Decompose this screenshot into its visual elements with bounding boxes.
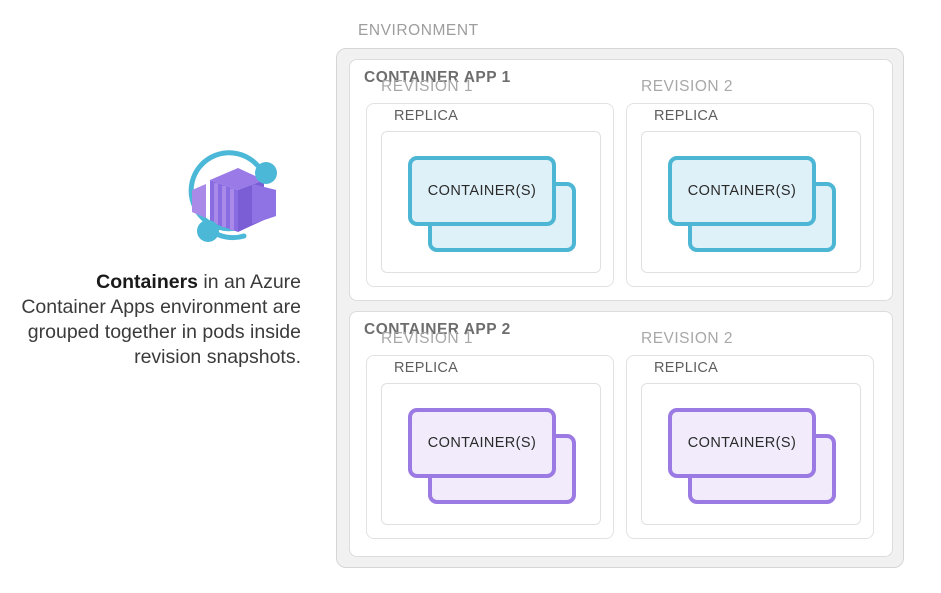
- page-caption: Containers in an Azure Container Apps en…: [10, 270, 301, 370]
- container-app-2-label: CONTAINER APP 2: [364, 321, 511, 338]
- app2-revision-2-box: REVISION 2 REPLICA CONTAINER(S): [626, 330, 874, 539]
- app2-revision-2-replica-box: REPLICA CONTAINER(S): [641, 360, 861, 525]
- caption-bold-lead: Containers: [96, 271, 199, 293]
- container-app-1-label: CONTAINER APP 1: [364, 69, 511, 86]
- app1-revision-2-replica-box: REPLICA CONTAINER(S): [641, 108, 861, 273]
- app1-revision-1-replica-label: REPLICA: [394, 108, 459, 124]
- app2-revision-2-replica-label: REPLICA: [654, 360, 719, 376]
- app2-revision-1-container-stack: CONTAINER(S): [408, 408, 576, 504]
- app2-revision-1-replica-box: REPLICA CONTAINER(S): [381, 360, 601, 525]
- left-panel: Containers in an Azure Container Apps en…: [0, 0, 320, 593]
- app2-revision-1-box: REVISION 1 REPLICA CONTAINER(S): [366, 330, 614, 539]
- environment-label: ENVIRONMENT: [358, 22, 479, 39]
- orbit-node-bottom-icon: [197, 220, 219, 242]
- container-card-label: CONTAINER(S): [687, 183, 797, 199]
- app1-revision-1-container-stack: CONTAINER(S): [408, 156, 576, 252]
- app1-revision-2-box: REVISION 2 REPLICA CONTAINER(S): [626, 78, 874, 287]
- app2-revision-2-label: REVISION 2: [641, 330, 733, 347]
- container-card-label: CONTAINER(S): [427, 435, 537, 451]
- app1-revision-1-replica-box: REPLICA CONTAINER(S): [381, 108, 601, 273]
- container-card-front: CONTAINER(S): [668, 156, 816, 226]
- azure-container-apps-icon-svg: [188, 150, 277, 242]
- azure-container-apps-icon: [182, 146, 286, 250]
- app1-revision-1-label: REVISION 1: [381, 78, 473, 95]
- container-card-label: CONTAINER(S): [687, 435, 797, 451]
- container-app-1-box: CONTAINER APP 1 REVISION 1 REPLICA CONTA…: [349, 59, 893, 301]
- app2-revision-1-label: REVISION 1: [381, 330, 473, 347]
- app1-revision-2-replica-label: REPLICA: [654, 108, 719, 124]
- container-card-front: CONTAINER(S): [408, 156, 556, 226]
- caption-rest: in an Azure Container Apps environment a…: [21, 271, 301, 368]
- app1-revision-1-box: REVISION 1 REPLICA CONTAINER(S): [366, 78, 614, 287]
- app1-revision-2-container-stack: CONTAINER(S): [668, 156, 836, 252]
- app2-revision-2-container-stack: CONTAINER(S): [668, 408, 836, 504]
- environment-box: CONTAINER APP 1 REVISION 1 REPLICA CONTA…: [336, 48, 904, 568]
- orbit-node-top-icon: [255, 162, 277, 184]
- container-card-front: CONTAINER(S): [408, 408, 556, 478]
- app1-revision-2-label: REVISION 2: [641, 78, 733, 95]
- container-card-label: CONTAINER(S): [427, 183, 537, 199]
- app2-revision-1-replica-label: REPLICA: [394, 360, 459, 376]
- container-card-front: CONTAINER(S): [668, 408, 816, 478]
- container-app-2-box: CONTAINER APP 2 REVISION 1 REPLICA CONTA…: [349, 311, 893, 557]
